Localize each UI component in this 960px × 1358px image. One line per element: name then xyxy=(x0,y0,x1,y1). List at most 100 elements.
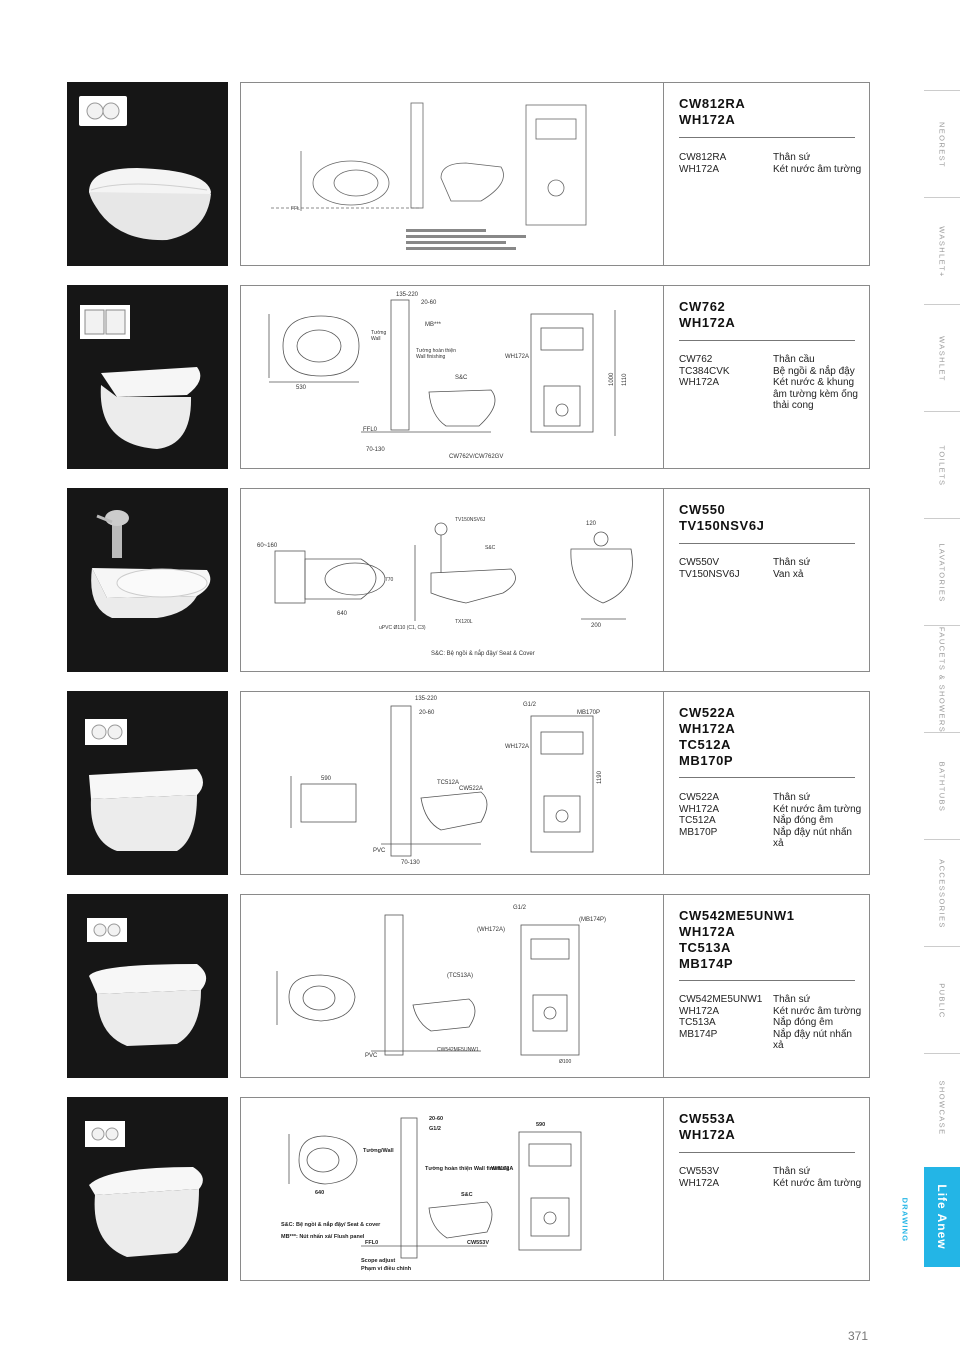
product-photo xyxy=(67,1097,228,1281)
nav-item-washlet[interactable]: WASHLET xyxy=(924,304,960,412)
pipe-label: G1/2 xyxy=(513,905,527,911)
model-label: CW762V/CW762GV xyxy=(449,454,503,460)
spec-code: TC384CVK xyxy=(679,365,730,377)
model-list: CW553A WH172A xyxy=(679,1111,735,1143)
dim-label: 640 xyxy=(337,611,348,617)
spec-desc: Bệ ngồi & nắp đậy xyxy=(773,365,855,377)
legend-seat-cover: S&C: Bệ ngồi & nắp đậy/ Seat & cover xyxy=(281,1221,381,1228)
nav-item-neorest[interactable]: NEOREST xyxy=(924,90,960,198)
wall-label-en: Wall xyxy=(371,336,381,342)
seat-label: (TC513A) xyxy=(447,973,473,979)
scope-label: Scope adjust xyxy=(361,1258,395,1264)
model-name: CW812RA xyxy=(679,96,746,111)
model-label: CW553V xyxy=(467,1240,489,1246)
model-list: CW812RA WH172A xyxy=(679,96,745,128)
model-name: CW762 xyxy=(679,299,726,314)
technical-drawing: 590 TC512A CW522A 135-220 20-60 MB170P W… xyxy=(240,691,714,875)
seat-label: S&C xyxy=(455,375,468,381)
product-row: 590 TC512A CW522A 135-220 20-60 MB170P W… xyxy=(67,691,870,875)
nav-item-bathtubs[interactable]: BATHTUBS xyxy=(924,732,960,840)
spec-code: CW522A xyxy=(679,792,720,803)
nav-label: BATHTUBS xyxy=(937,761,947,812)
tank-label: WH172A xyxy=(505,354,529,360)
model-name: WH172A xyxy=(679,924,736,939)
nav-label: SHOWCASE xyxy=(937,1080,947,1135)
product-row: S&C: Bệ ngồi & nắp đậy/ Seat & Cover 640… xyxy=(67,488,870,672)
product-photo xyxy=(67,285,228,469)
section-drawing-label: DRAWING xyxy=(900,1197,910,1243)
spec-code: MB170P xyxy=(679,826,718,838)
nav-label: WASHLET+ xyxy=(937,225,947,278)
spec-code: TV150NSV6J xyxy=(679,568,740,580)
ffl-label: FFL0 xyxy=(365,1240,378,1246)
model-list: CW522A WH172A TC512A MB170P xyxy=(679,705,735,769)
nav-item-faucets-showers[interactable]: FAUCETS & SHOWERS xyxy=(924,625,960,733)
nav-item-accessories[interactable]: ACCESSORIES xyxy=(924,839,960,947)
model-name: TV150NSV6J xyxy=(679,518,765,533)
spec-code: CW550V xyxy=(679,557,720,568)
part-label: TX120L xyxy=(455,619,473,625)
drawing-svg: (TC513A) (WH172A) (MB174P) G1/2 PVC CW54… xyxy=(276,905,606,1065)
nav-item-public[interactable]: PUBLIC xyxy=(924,946,960,1054)
technical-drawing: S&C: Bệ ngồi & nắp đậy/ Seat & Cover 640… xyxy=(240,488,714,672)
model-name: CW553A xyxy=(679,1111,736,1126)
product-row: (TC513A) (WH172A) (MB174P) G1/2 PVC CW54… xyxy=(67,894,870,1078)
model-name: WH172A xyxy=(679,315,736,330)
nav-label: NEOREST xyxy=(937,121,947,168)
nav-item-toilets[interactable]: TOILETS xyxy=(924,411,960,519)
category-nav: NEOREST WASHLET+ WASHLET TOILETS LAVATOR… xyxy=(924,90,960,1280)
wall-toilet-image xyxy=(79,96,211,241)
nav-item-showcase[interactable]: SHOWCASE xyxy=(924,1053,960,1161)
product-photo xyxy=(67,691,228,875)
spec-code: WH172A xyxy=(679,803,720,815)
spec-desc: Nắp đóng êm xyxy=(773,1017,834,1028)
nav-active-label: Life Anew xyxy=(935,1184,949,1250)
spec-desc: Két nước âm tường xyxy=(773,803,862,815)
dim-label: 530 xyxy=(296,385,307,391)
model-name: CW550 xyxy=(679,502,726,517)
dim-label: 590 xyxy=(321,776,332,782)
dim-label: 1000 xyxy=(609,372,615,386)
nav-item-lavatories[interactable]: LAVATORIES xyxy=(924,518,960,626)
spec-row: WH172A Két nước âm tường xyxy=(679,804,865,816)
product-info: CW542ME5UNW1 WH172A TC513A MB174P CW542M… xyxy=(663,894,870,1078)
nav-label: TOILETS xyxy=(937,445,947,486)
nav-item-life-anew[interactable]: Life Anew xyxy=(924,1167,960,1267)
spec-desc: Nắp đậy nút nhấn xả xyxy=(773,826,852,850)
divider xyxy=(679,543,855,544)
model-name: TC513A xyxy=(679,940,732,955)
spec-row: MB170P Nắp đậy nút nhấn xả xyxy=(679,827,865,850)
product-row: S&C: Bệ ngồi & nắp đậy/ Seat & cover MB*… xyxy=(67,1097,870,1281)
wall-toilet-image xyxy=(87,918,207,1046)
wall-label: Tường/Wall xyxy=(363,1148,394,1154)
technical-drawing: FFL xyxy=(240,82,714,266)
spec-code: TC512A xyxy=(679,815,716,826)
model-name: MB174P xyxy=(679,956,734,971)
spec-code: WH172A xyxy=(679,1177,720,1189)
model-name: CW522A xyxy=(679,705,736,720)
model-list: CW542ME5UNW1 WH172A TC513A MB174P xyxy=(679,908,795,972)
dim-label: 70-130 xyxy=(401,860,420,866)
model-name: CW542ME5UNW1 xyxy=(679,908,795,923)
spec-code: CW762 xyxy=(679,354,713,365)
nav-item-washlet-plus[interactable]: WASHLET+ xyxy=(924,197,960,305)
technical-drawing: S&C: Bệ ngồi & nắp đậy/ Seat & cover MB*… xyxy=(240,1097,714,1281)
dim-label: 770 xyxy=(385,577,394,583)
divider xyxy=(679,340,855,341)
drawing-svg: FFL xyxy=(271,102,587,250)
spec-code: TC513A xyxy=(679,1017,716,1028)
divider xyxy=(679,1152,855,1153)
wall-finish-label: Tường hoàn thiện Wall finishing xyxy=(425,1166,509,1172)
